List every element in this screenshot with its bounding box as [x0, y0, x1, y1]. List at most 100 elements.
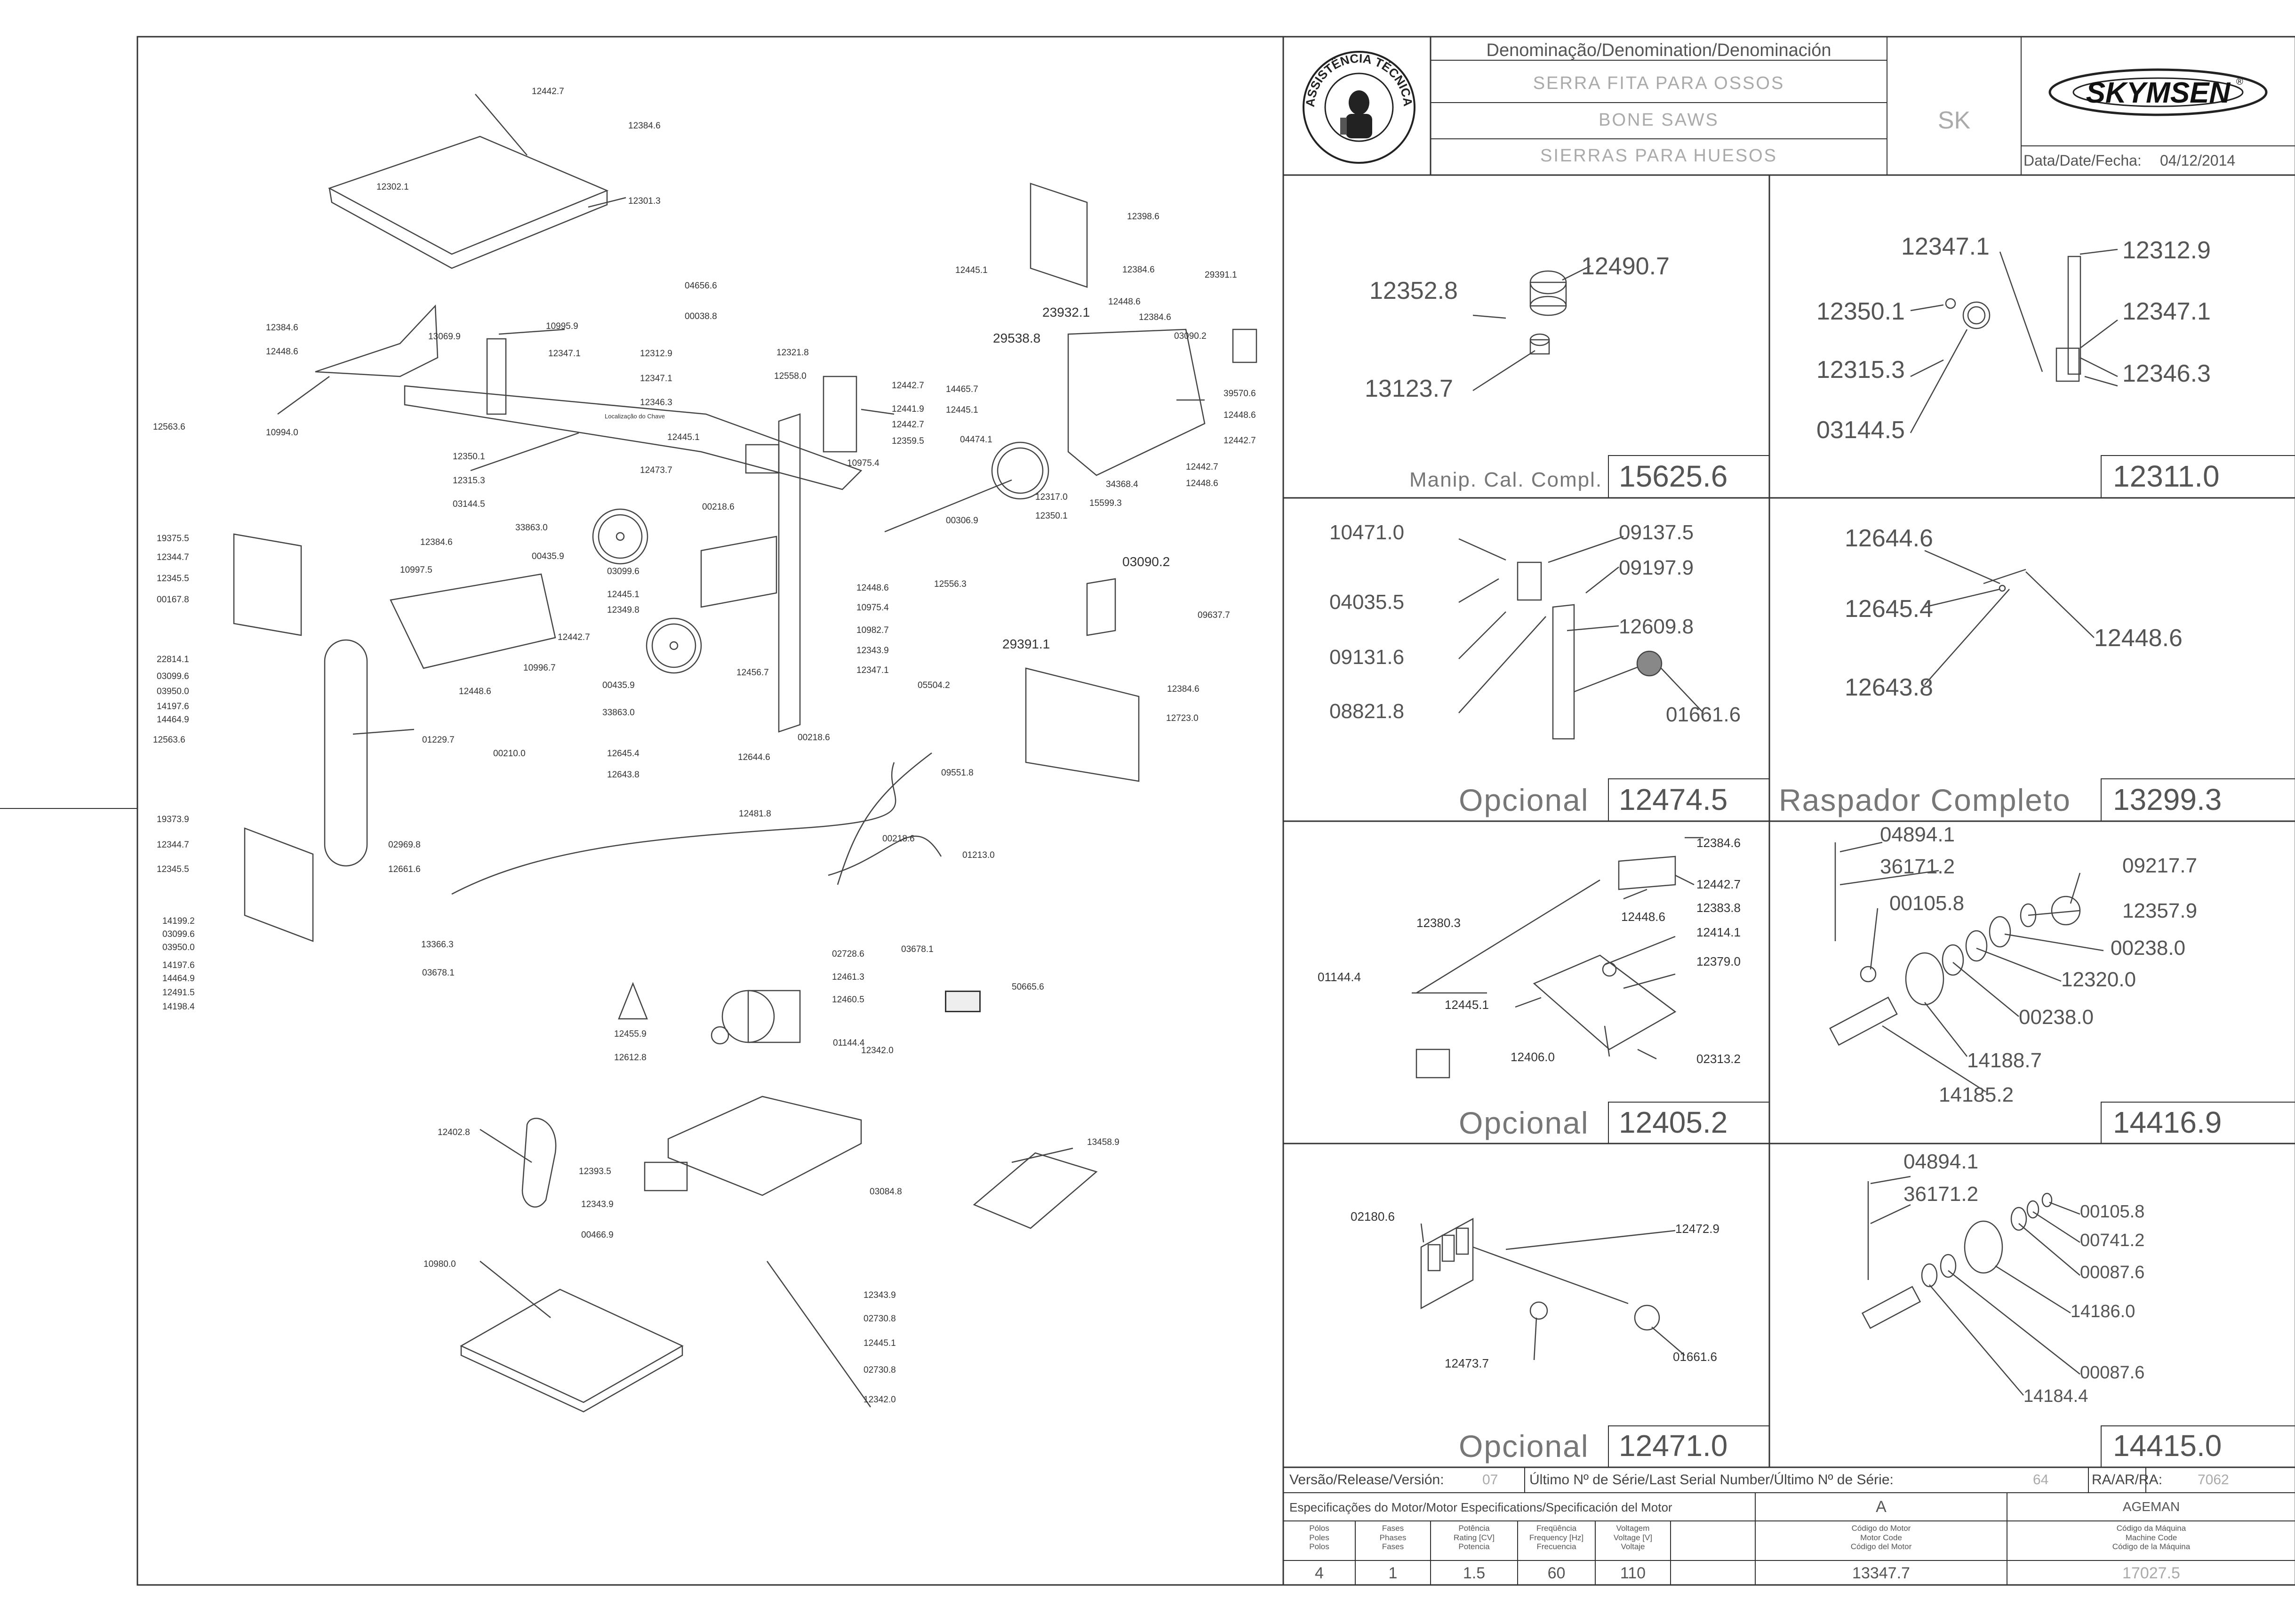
part-label: 12342.0: [861, 1046, 894, 1056]
part-label: 12347.1: [548, 349, 581, 359]
name-en: BONE SAWS: [1599, 110, 1719, 130]
part-label: 12383.8: [1696, 901, 1741, 915]
part-label: 12472.9: [1675, 1222, 1719, 1236]
part-label: 00238.0: [2019, 1006, 2094, 1029]
part-label: 12414.1: [1696, 925, 1741, 939]
part-label: 00218.6: [702, 502, 735, 512]
part-label: 12379.0: [1696, 954, 1741, 968]
part-label: 12343.9: [864, 1290, 896, 1300]
part-label: 33863.0: [515, 523, 548, 533]
part-label: 33863.0: [602, 708, 635, 718]
part-label: 12456.7: [736, 668, 769, 678]
version-value: 07: [1482, 1472, 1498, 1488]
part-label: 00306.9: [946, 516, 978, 526]
part-label: 00038.8: [685, 312, 717, 321]
part-label: 13069.9: [428, 332, 461, 342]
part-label: 12346.3: [2122, 360, 2211, 387]
part-label: 12445.1: [607, 590, 640, 600]
part-label: 13458.9: [1087, 1137, 1120, 1147]
col-freq-header: Freqüência Frequency [Hz] Frecuencia: [1529, 1524, 1584, 1552]
part-label: 12442.7: [892, 420, 924, 430]
part-label: 29538.8: [993, 331, 1041, 345]
part-label: 12645.4: [607, 749, 640, 759]
handle2-drawing: [1420, 1217, 1685, 1360]
part-label: 03678.1: [901, 944, 934, 954]
part-label: 10975.4: [856, 603, 889, 613]
part-label: 12609.8: [1619, 615, 1694, 638]
part-label: 12342.0: [864, 1395, 896, 1405]
part-label: 12442.7: [1186, 462, 1218, 472]
part-label: 10982.7: [856, 625, 889, 635]
upper-frame-beam: [404, 385, 863, 490]
skymsen-logo: SKYMSEN ®: [2048, 68, 2268, 116]
part-label: 00087.6: [2080, 1263, 2145, 1282]
part-label: 12645.4: [1845, 595, 1933, 623]
phases-value: 1: [1388, 1564, 1398, 1582]
part-label: 03084.8: [870, 1187, 902, 1197]
part-label: 12448.6: [1186, 479, 1218, 488]
part-label: 03678.1: [422, 968, 455, 978]
part-label: 12461.3: [832, 972, 864, 982]
part-label: 00105.8: [1889, 892, 1965, 915]
part-label: 39570.6: [1223, 389, 1256, 399]
part-label: 12473.7: [640, 465, 672, 475]
part-label: 02730.8: [864, 1314, 896, 1324]
part-label: 12384.6: [420, 537, 453, 547]
part-label: 02728.6: [832, 949, 864, 959]
power-value: 1.5: [1463, 1564, 1486, 1582]
part-label: 12343.9: [856, 646, 889, 656]
part-label: 29391.1: [1205, 270, 1237, 280]
part-label: 12448.6: [856, 583, 889, 593]
sheet-border: [136, 36, 2295, 1586]
part-label: 34368.4: [1106, 480, 1138, 489]
part-label: 12384.6: [1167, 684, 1199, 694]
part-label: 10997.5: [400, 565, 432, 575]
svg-text:SKYMSEN: SKYMSEN: [2086, 77, 2231, 109]
part-label: 03144.5: [1816, 416, 1905, 444]
part-label: 12384.6: [1122, 265, 1155, 275]
part-label: 12448.6: [1108, 297, 1141, 307]
exploded-drawing: [233, 94, 1257, 1413]
part-label: 12350.1: [1816, 298, 1905, 325]
part-label: 10994.0: [266, 428, 298, 438]
part-label: 12350.1: [1035, 511, 1068, 521]
upper-wheel: [592, 508, 648, 565]
part-label: 12344.7: [157, 552, 189, 562]
part-label: 19373.9: [157, 815, 189, 824]
part-label: 12612.8: [614, 1053, 647, 1063]
part-label: 12398.6: [1127, 212, 1159, 222]
part-label: 02180.6: [1351, 1209, 1395, 1224]
date-value: 04/12/2014: [2160, 152, 2236, 169]
knob-drawing: [1472, 265, 1591, 392]
name-pt: SERRA FITA PARA OSSOS: [1533, 73, 1785, 93]
part-label: 12445.1: [1445, 998, 1489, 1012]
panel4-caption: Raspador Completo: [1779, 783, 2071, 817]
part-label: 04035.5: [1329, 591, 1405, 614]
part-label: 00218.6: [882, 834, 915, 844]
part-label: 19375.5: [157, 534, 189, 544]
part-label: 10975.4: [847, 458, 880, 468]
part-label: 03144.5: [453, 499, 485, 509]
part-label: 12455.9: [614, 1029, 647, 1039]
part-label: 02730.8: [864, 1365, 896, 1375]
part-label: 12359.5: [892, 436, 924, 446]
part-label: 14185.2: [1939, 1083, 2014, 1106]
part-label: Localização do Chave: [605, 413, 665, 420]
panel4-code: 13299.3: [2113, 783, 2222, 816]
part-label: 02969.8: [388, 840, 421, 850]
left-panel-lower: [244, 827, 314, 942]
right-wheel: [991, 441, 1049, 500]
svg-text:®: ®: [2236, 77, 2243, 87]
panel3-code: 12474.5: [1619, 783, 1728, 816]
part-label: 01144.4: [833, 1038, 865, 1048]
col-voltage-header: Voltagem Voltage [V] Voltaje: [1613, 1524, 1653, 1552]
part-label: 10980.0: [424, 1259, 456, 1269]
part-label: 12448.6: [1223, 410, 1256, 420]
part-label: 01144.4: [1318, 970, 1361, 984]
part-label: 12442.7: [1223, 436, 1256, 446]
part-label: 14464.9: [157, 715, 189, 725]
part-label: 12315.3: [453, 476, 485, 486]
part-label: 12644.6: [1845, 525, 1933, 552]
handle-drawing: [1458, 536, 1704, 740]
part-label: 12442.7: [1696, 877, 1741, 891]
